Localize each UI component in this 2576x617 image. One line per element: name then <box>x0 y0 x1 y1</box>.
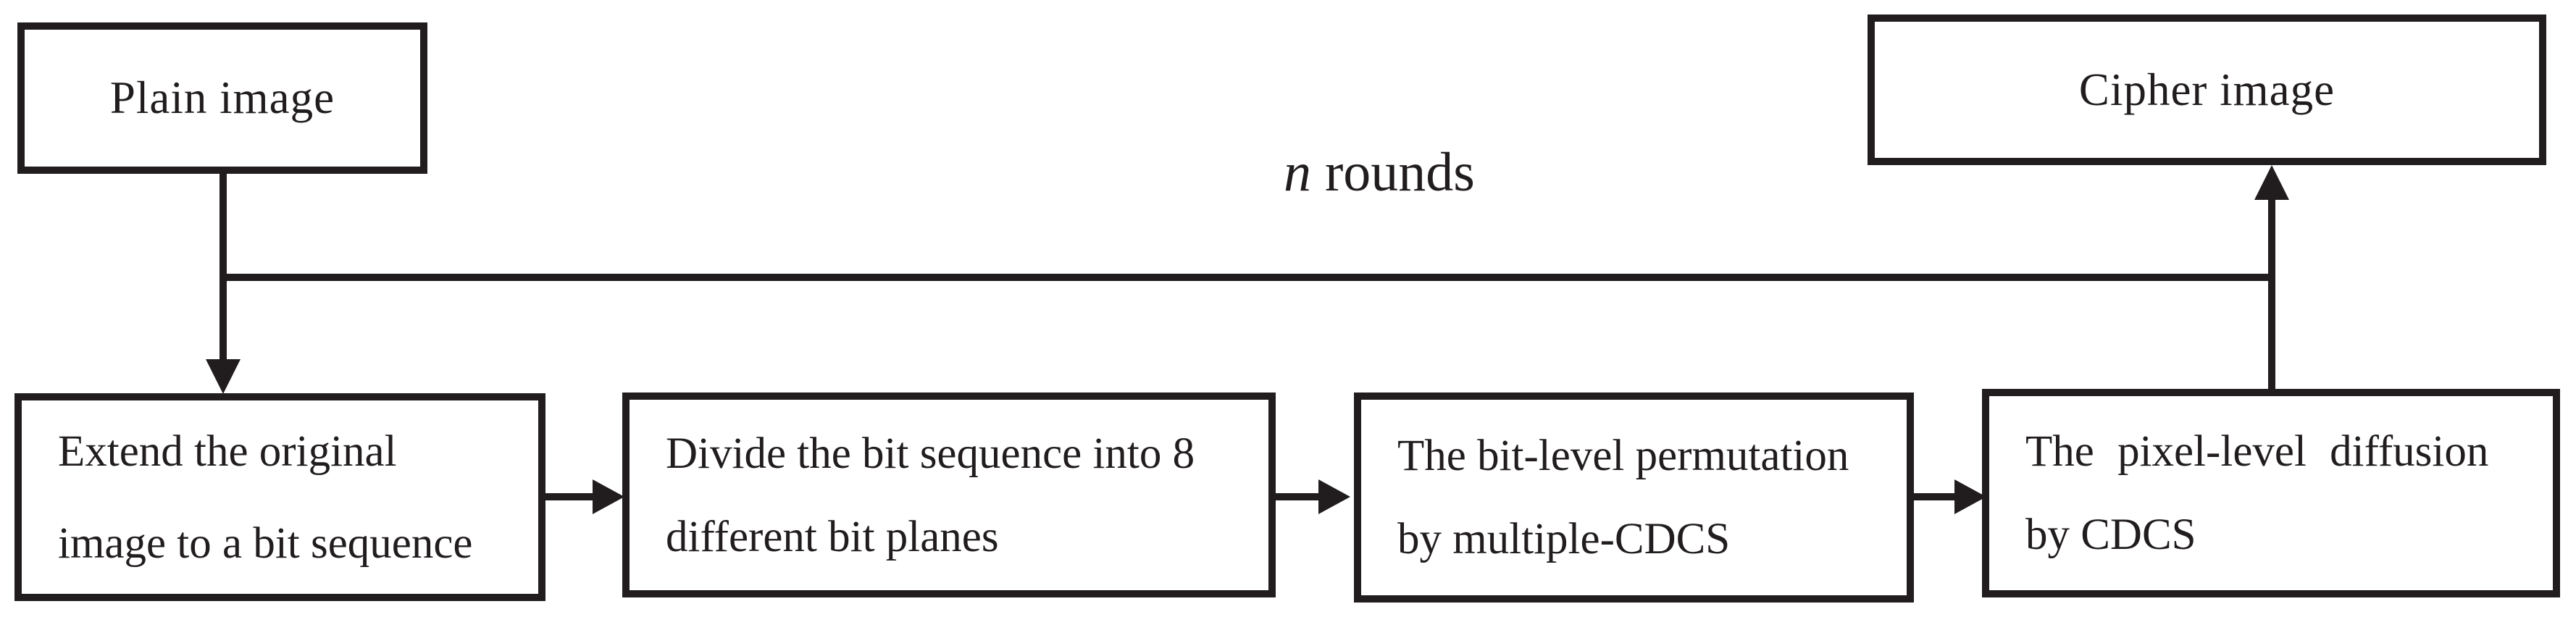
arrowhead-right-icon <box>1954 479 1986 514</box>
step3-line1: The bit-level permutation <box>1397 432 1849 480</box>
step2-line2: different bit planes <box>666 512 999 561</box>
n-rounds-label: n rounds <box>1284 145 1475 200</box>
step4-line1: The pixel-level diffusion <box>2025 427 2489 476</box>
step1-line2: image to a bit sequence <box>58 519 473 568</box>
connector-step1-to-step2 <box>545 493 596 500</box>
node-plain-image: Plain image <box>17 22 427 174</box>
connector-step3-to-step4 <box>1914 493 1957 500</box>
arrowhead-right-icon <box>1318 479 1350 514</box>
step2-line1: Divide the bit sequence into 8 <box>666 429 1195 478</box>
node-step-pixel-level-diffusion: The pixel-level diffusion by CDCS <box>1982 389 2560 597</box>
step3-line2: by multiple-CDCS <box>1397 515 1731 563</box>
arrowhead-right-icon <box>593 479 624 514</box>
arrowhead-down-icon <box>206 359 241 394</box>
node-step-divide-bit-planes: Divide the bit sequence into 8 different… <box>622 393 1276 597</box>
node-step-bit-level-permutation: The bit-level permutation by multiple-CD… <box>1354 393 1914 603</box>
node-step-extend-bit-sequence: Extend the original image to a bit seque… <box>14 393 545 601</box>
cipher-image-label: Cipher image <box>2078 64 2335 115</box>
feedback-line-n-rounds <box>219 274 2275 281</box>
connector-plain-to-step1 <box>219 172 227 361</box>
connector-step4-to-cipher <box>2268 197 2275 389</box>
step4-line2: by CDCS <box>2025 511 2196 559</box>
n-rounds-variable: n <box>1284 142 1311 203</box>
plain-image-label: Plain image <box>109 72 335 123</box>
node-cipher-image: Cipher image <box>1868 14 2546 165</box>
n-rounds-text: rounds <box>1311 142 1475 203</box>
arrowhead-up-icon <box>2254 165 2289 200</box>
step1-line1: Extend the original <box>58 427 397 476</box>
connector-step2-to-step3 <box>1276 493 1321 500</box>
